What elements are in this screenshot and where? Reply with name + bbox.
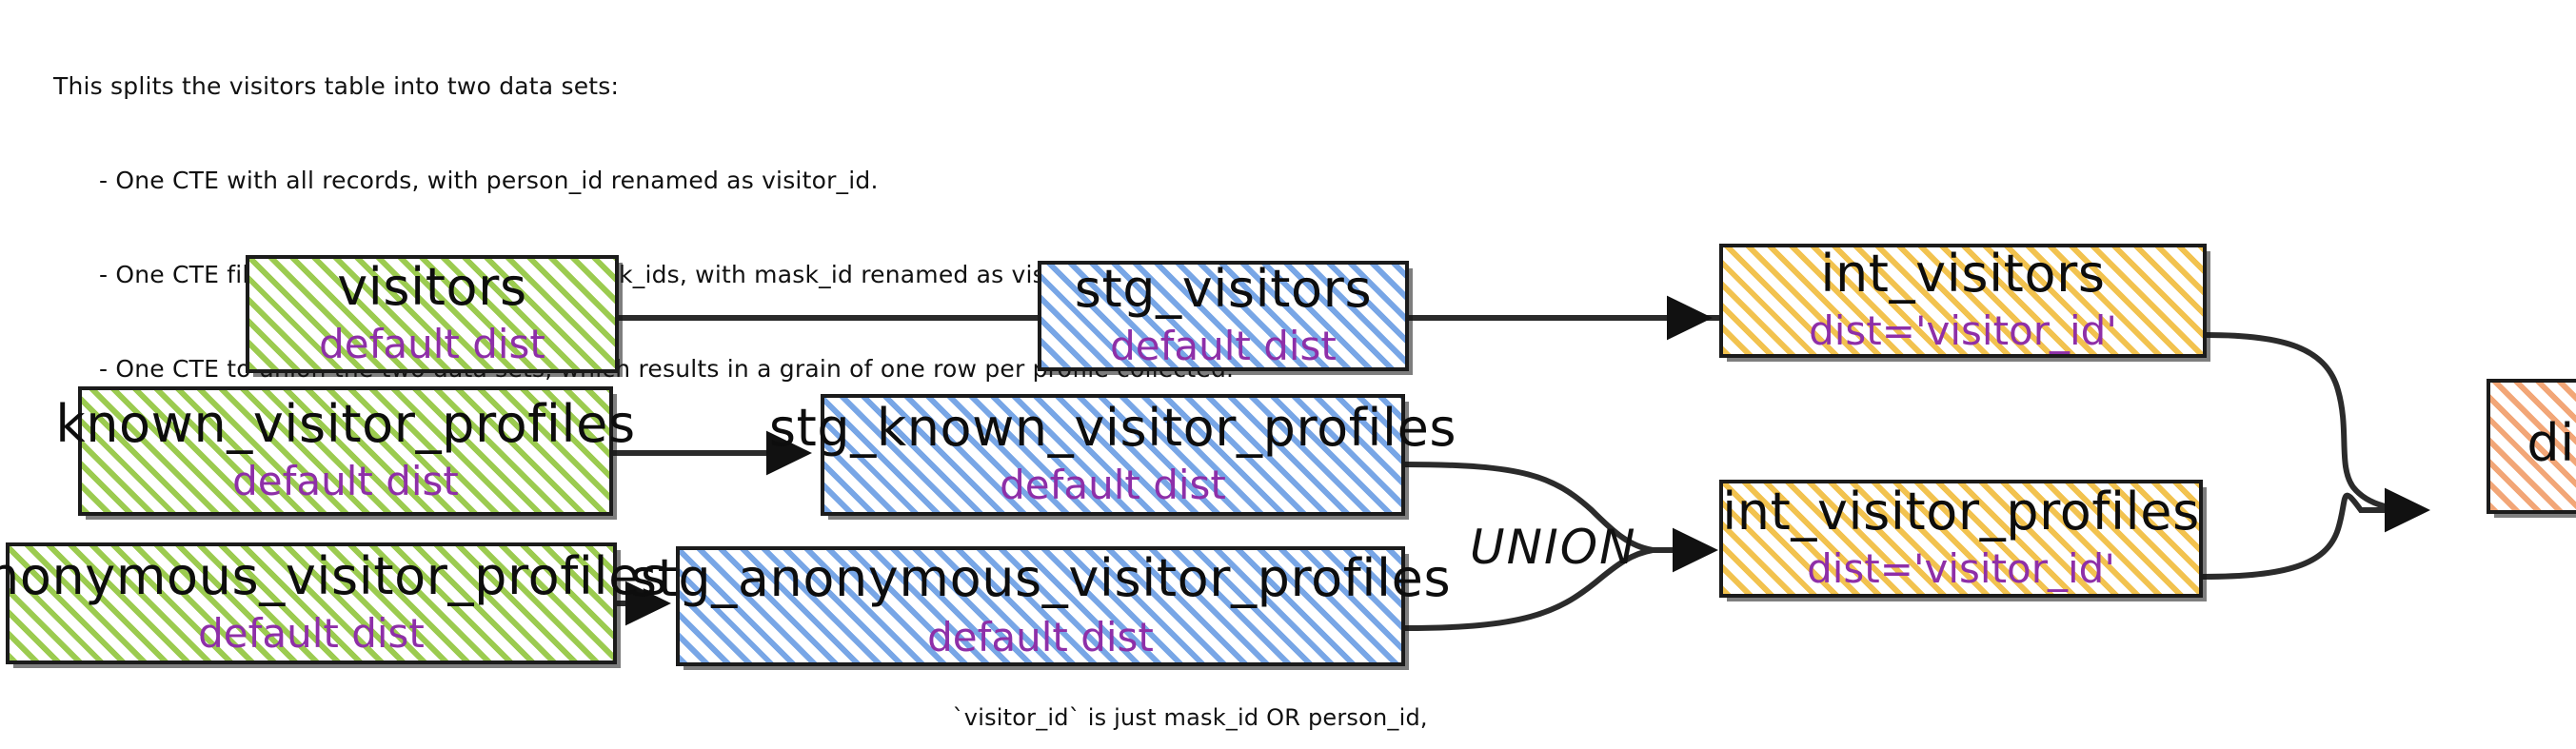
node-known-visitor-profiles-title: known_visitor_profiles <box>55 395 636 455</box>
node-stg-known-visitor-profiles-subtitle: default dist <box>1000 463 1226 509</box>
node-known-visitor-profiles[interactable]: known_visitor_profiles default dist <box>55 386 635 516</box>
node-stg-visitors-subtitle: default dist <box>1110 324 1337 370</box>
visitor-id-note: `visitor_id` is just mask_id OR person_i… <box>921 640 1458 749</box>
node-stg-anonymous-visitor-profiles[interactable]: stg_anonymous_visitor_profiles default d… <box>630 546 1451 666</box>
node-stg-known-visitor-profiles[interactable]: stg_known_visitor_profiles default dist <box>769 394 1456 516</box>
node-stg-visitors[interactable]: stg_visitors default dist <box>1038 261 1409 371</box>
node-stg-visitors-title: stg_visitors <box>1074 260 1373 320</box>
node-int-visitor-profiles[interactable]: int_visitor_profiles dist='visitor_id' <box>1719 480 2203 598</box>
node-dim-all-visitors[interactable]: dim_all_visitors <box>2487 379 2576 514</box>
node-visitors[interactable]: visitors default dist <box>246 255 619 373</box>
node-known-visitor-profiles-subtitle: default dist <box>232 459 459 505</box>
edge-int-visitor-profiles-to-dim <box>2200 487 2430 580</box>
node-anonymous-visitor-profiles-subtitle: default dist <box>198 611 425 658</box>
node-stg-anonymous-visitor-profiles-subtitle: default dist <box>927 614 1154 660</box>
node-int-visitors-subtitle: dist='visitor_id' <box>1809 308 2117 355</box>
node-visitors-subtitle: default dist <box>319 322 545 368</box>
node-anonymous-visitor-profiles-title: anonymous_visitor_profiles <box>0 547 668 607</box>
node-visitors-title: visitors <box>337 258 527 318</box>
node-int-visitors-title: int_visitors <box>1820 245 2106 305</box>
note-line-1: This splits the visitors table into two … <box>53 72 620 100</box>
node-stg-known-visitor-profiles-title: stg_known_visitor_profiles <box>768 399 1457 459</box>
union-edge-label: UNION <box>1470 520 1637 575</box>
note-line-2: - One CTE with all records, with person_… <box>99 167 879 194</box>
node-int-visitor-profiles-title: int_visitor_profiles <box>1722 483 2200 542</box>
node-anonymous-visitor-profiles[interactable]: anonymous_visitor_profiles default dist <box>0 542 667 664</box>
node-int-visitors[interactable]: int_visitors dist='visitor_id' <box>1719 244 2207 358</box>
node-int-visitor-profiles-subtitle: dist='visitor_id' <box>1807 546 2115 593</box>
node-dim-all-visitors-title: dim_all_visitors <box>2526 415 2576 475</box>
edge-int-visitors-to-dim <box>2204 332 2425 513</box>
visitor-id-note-line-1: `visitor_id` is just mask_id OR person_i… <box>952 704 1428 731</box>
node-stg-anonymous-visitor-profiles-title: stg_anonymous_visitor_profiles <box>629 550 1452 610</box>
